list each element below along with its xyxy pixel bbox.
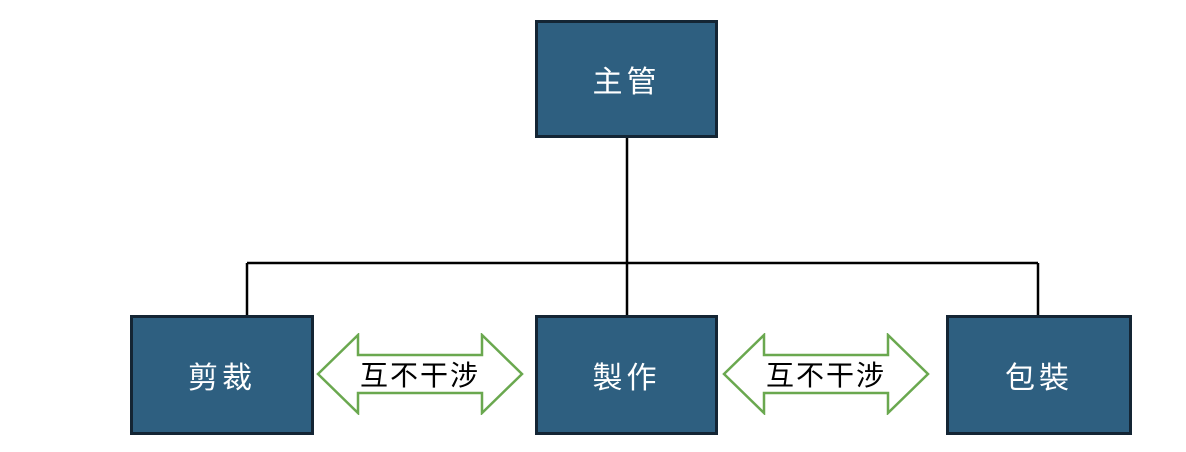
node-packaging-label: 包裝 xyxy=(1005,361,1073,396)
node-production: 製作 xyxy=(535,315,718,435)
double-arrow-left xyxy=(316,333,524,415)
node-cutting-label: 剪裁 xyxy=(188,361,256,396)
double-arrow-left-label: 互不干涉 xyxy=(359,359,480,392)
node-supervisor: 主管 xyxy=(535,20,718,138)
node-packaging: 包裝 xyxy=(946,315,1132,435)
double-arrow-right-label: 互不干涉 xyxy=(765,359,886,392)
double-arrow-right xyxy=(722,333,930,415)
node-cutting: 剪裁 xyxy=(130,315,314,435)
node-supervisor-label: 主管 xyxy=(592,65,661,100)
node-production-label: 製作 xyxy=(592,361,661,396)
